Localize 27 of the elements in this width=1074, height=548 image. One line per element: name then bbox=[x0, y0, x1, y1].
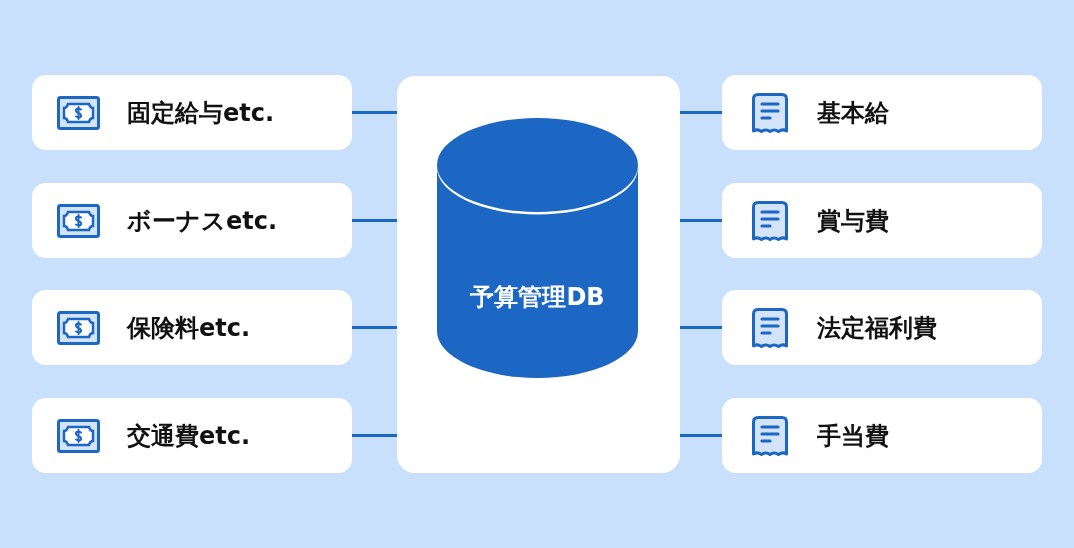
connector-line bbox=[680, 111, 722, 114]
category-label: 法定福利費 bbox=[817, 312, 937, 343]
category-label: 保険料etc. bbox=[127, 312, 251, 343]
category-card bbox=[32, 398, 352, 473]
category-card bbox=[722, 398, 1042, 473]
connector-line bbox=[352, 111, 397, 114]
category-label: 基本給 bbox=[817, 97, 889, 128]
connector-line bbox=[352, 219, 397, 222]
connector-line bbox=[352, 326, 397, 329]
connector-line bbox=[680, 219, 722, 222]
category-label: 交通費etc. bbox=[127, 420, 251, 451]
category-label: ボーナスetc. bbox=[127, 205, 278, 236]
system-panel bbox=[397, 76, 680, 473]
database-cylinder bbox=[437, 118, 638, 378]
category-label: 手当費 bbox=[817, 420, 889, 451]
category-card bbox=[722, 183, 1042, 258]
category-card bbox=[32, 290, 352, 365]
category-label: 賞与費 bbox=[817, 205, 889, 236]
category-card bbox=[722, 290, 1042, 365]
category-card bbox=[32, 75, 352, 150]
category-card bbox=[32, 183, 352, 258]
connector-line bbox=[352, 434, 397, 437]
database-label: 予算管理DB bbox=[470, 282, 605, 313]
category-label: 固定給与etc. bbox=[127, 97, 275, 128]
category-card bbox=[722, 75, 1042, 150]
connector-line bbox=[680, 326, 722, 329]
connector-line bbox=[680, 434, 722, 437]
